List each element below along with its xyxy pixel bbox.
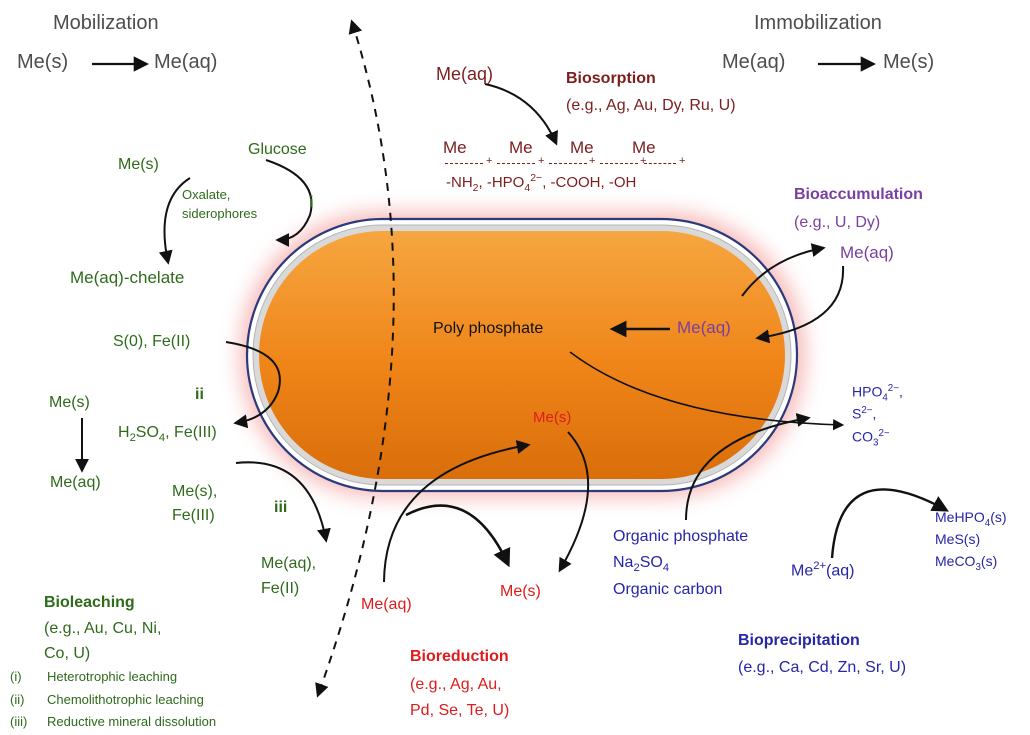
- source-organic-carbon: Organic carbon: [613, 581, 723, 598]
- chemolithotrophic-metal-aq: Me(aq): [50, 474, 101, 491]
- biosorption-title: Biosorption: [566, 70, 656, 87]
- mobilization-left: Me(s): [17, 51, 69, 73]
- legend-label-3: Reductive mineral dissolution: [47, 714, 217, 729]
- bioprecipitation-examples: (e.g., Ca, Cd, Zn, Sr, U): [738, 659, 907, 676]
- numeral-ii: ii: [195, 386, 204, 403]
- bioreduction-inside-metal: Me(s): [533, 409, 572, 426]
- bioprecipitation-title: Bioprecipitation: [738, 632, 860, 649]
- biosorption-arrow: [484, 83, 558, 146]
- anion-carbonate: CO32−: [852, 428, 890, 449]
- bond-line-5: [644, 163, 676, 164]
- cell-cytoplasm: [259, 231, 785, 479]
- bond-line-1: [445, 163, 483, 164]
- precipitation-arrow: [830, 488, 949, 559]
- biosorption-input: Me(aq): [436, 64, 494, 84]
- precipitate-sulfide: MeS(s): [935, 531, 981, 547]
- bioaccumulation-uptake-arrow: [741, 243, 826, 297]
- anion-sulfide: S2−,: [852, 405, 877, 422]
- sources-to-anions-arrow: [685, 413, 811, 521]
- bioaccumulation-entry-arrow: [755, 265, 845, 344]
- legend-label-1: Heterotrophic leaching: [47, 669, 178, 684]
- reductive-output-line1: Me(aq),: [261, 555, 317, 572]
- bound-metal-2: Me: [509, 138, 533, 157]
- legend-label-2: Chemolithotrophic leaching: [47, 692, 204, 707]
- bioreduction-release-arrow: [558, 431, 590, 573]
- anion-hpo4: HPO42−,: [852, 383, 903, 404]
- precipitate-phosphate: MeHPO4(s): [935, 509, 1007, 529]
- bioreduction-input: Me(aq): [361, 596, 412, 613]
- bound-metal-4: Me: [632, 138, 656, 157]
- polyphosphate-label: Poly phosphate: [433, 320, 544, 337]
- bond-plus-5: +: [679, 155, 686, 167]
- sulfuric-acid-label: H2SO4, Fe(III): [118, 424, 217, 445]
- reductive-dissolution-arrow: [235, 461, 331, 543]
- numeral-iii: iii: [274, 499, 288, 516]
- bioreduction-extracellular-arrow: [405, 504, 511, 568]
- source-sodium-sulfate: Na2SO4: [613, 554, 670, 575]
- reductive-input-line1: Me(s),: [172, 483, 218, 500]
- bound-metal-1: Me: [443, 138, 467, 157]
- bioleaching-examples-line2: Co, U): [44, 645, 91, 662]
- legend-numeral-3: (iii): [10, 714, 28, 729]
- biosorption-examples: (e.g., Ag, Au, Dy, Ru, U): [566, 97, 736, 114]
- glucose-to-agents-arrow: [265, 159, 313, 247]
- bond-plus-4: +: [640, 155, 647, 167]
- bond-plus-2: +: [538, 155, 545, 167]
- bioaccumulation-inside-metal: Me(aq): [677, 318, 731, 337]
- metal-cation: Me2+(aq): [791, 560, 855, 580]
- bioleaching-examples-line1: (e.g., Au, Cu, Ni,: [44, 620, 162, 637]
- functional-groups: -NH2, -HPO42−, -COOH, -OH: [446, 172, 637, 194]
- mobilization-title: Mobilization: [53, 12, 159, 34]
- bioaccumulation-outside-metal: Me(aq): [840, 243, 894, 262]
- legend-numeral-2: (ii): [10, 692, 25, 707]
- chemolithotrophic-metal-solid: Me(s): [49, 394, 90, 411]
- mobilization-right: Me(aq): [154, 51, 218, 73]
- agents-line2: siderophores: [182, 206, 258, 221]
- glucose-label: Glucose: [248, 141, 307, 158]
- agents-line1: Oxalate,: [182, 187, 231, 202]
- source-organic-phosphate: Organic phosphate: [613, 528, 749, 545]
- reductive-input-line2: Fe(III): [172, 507, 215, 524]
- bond-line-4: [600, 163, 638, 164]
- chemolithotrophic-arrow: [225, 341, 281, 429]
- bioreduction-title: Bioreduction: [410, 648, 509, 665]
- bond-plus-1: +: [486, 155, 493, 167]
- immobilization-left: Me(aq): [722, 51, 786, 73]
- mobilization-divider-dashed-arrow: [315, 19, 395, 698]
- bioaccumulation-title: Bioaccumulation: [794, 186, 923, 203]
- bioaccumulation-examples: (e.g., U, Dy): [794, 214, 881, 231]
- chemolithotrophic-substrate: S(0), Fe(II): [113, 333, 191, 350]
- bioleaching-title: Bioleaching: [44, 594, 135, 611]
- immobilization-right: Me(s): [883, 51, 935, 73]
- precipitate-carbonate: MeCO3(s): [935, 553, 998, 573]
- numeral-i: i: [309, 194, 314, 211]
- immobilization-title: Immobilization: [754, 12, 882, 34]
- reductive-output-line2: Fe(II): [261, 580, 300, 597]
- chelate-product: Me(aq)-chelate: [70, 268, 185, 287]
- chelation-arrow: [158, 177, 191, 265]
- legend-numeral-1: (i): [10, 669, 22, 684]
- bond-plus-3: +: [589, 155, 596, 167]
- bound-metal-3: Me: [570, 138, 594, 157]
- heterotrophic-metal-solid: Me(s): [118, 156, 159, 173]
- bond-line-2: [497, 163, 535, 164]
- bioreduction-examples-line1: (e.g., Ag, Au,: [410, 676, 502, 693]
- bond-line-3: [549, 163, 587, 164]
- bioreduction-output: Me(s): [500, 583, 541, 600]
- bioreduction-uptake-arrow: [383, 440, 531, 583]
- bioreduction-examples-line2: Pd, Se, Te, U): [410, 702, 510, 719]
